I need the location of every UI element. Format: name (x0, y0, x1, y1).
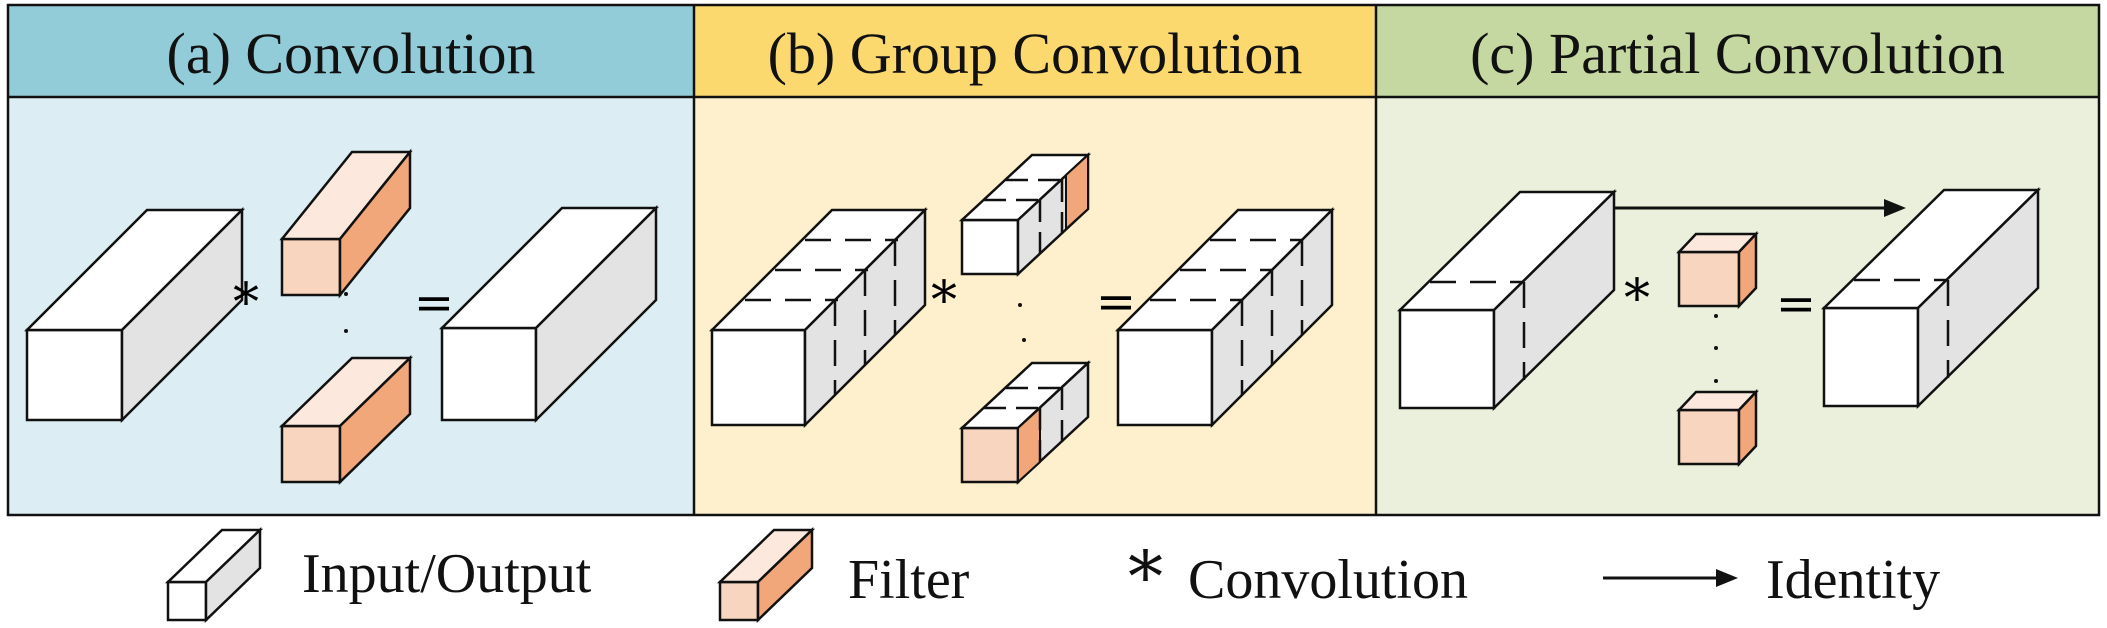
output-tensor-a (438, 204, 660, 424)
partial-filter-top-c (1676, 230, 1759, 310)
panel-borders (6, 3, 2101, 517)
filter-top-a (279, 148, 413, 299)
legend-input-output-label: Input/Output (302, 543, 592, 605)
filter-bottom-a (278, 355, 414, 485)
legend-filter-icon (716, 527, 816, 623)
panel-a-title: (a) Convolution (166, 20, 536, 86)
convolution-symbol-c: * (1624, 269, 1650, 329)
output-tensor-b (1114, 206, 1336, 429)
output-tensor-c (1820, 187, 2042, 409)
group-filter-top-b (958, 152, 1092, 277)
legend-input-output-icon (164, 527, 264, 623)
legend (164, 527, 1738, 623)
panel-a-diagram: * = (23, 148, 660, 485)
equals-symbol-c: = (1776, 276, 1816, 332)
group-filter-bottom-b (958, 360, 1092, 485)
legend-convolution-symbol: * (1128, 536, 1163, 618)
convolution-symbol-a: * (233, 273, 259, 333)
panel-b-title: (b) Group Convolution (767, 20, 1303, 86)
panel-a-header-bg (8, 5, 694, 97)
input-tensor-c (1396, 189, 1618, 411)
convolution-symbol-b: * (931, 271, 957, 331)
panel-b-diagram: * = (708, 152, 1336, 485)
identity-arrow-c (1614, 199, 1906, 217)
panel-c-title: (c) Partial Convolution (1470, 20, 2005, 86)
partial-filter-bottom-c (1676, 388, 1759, 468)
legend-identity-label: Identity (1766, 549, 1941, 611)
input-tensor-a (23, 206, 246, 424)
panel-c-diagram: * = (1396, 187, 2042, 468)
legend-identity-arrow-icon (1603, 569, 1738, 587)
legend-filter-label: Filter (848, 549, 970, 611)
legend-convolution-label: Convolution (1188, 549, 1469, 611)
input-tensor-b (708, 206, 929, 429)
panel-c-header-bg (1376, 5, 2099, 97)
panel-b-header-bg (694, 5, 1376, 97)
vertical-ellipsis-c (1714, 314, 1718, 383)
